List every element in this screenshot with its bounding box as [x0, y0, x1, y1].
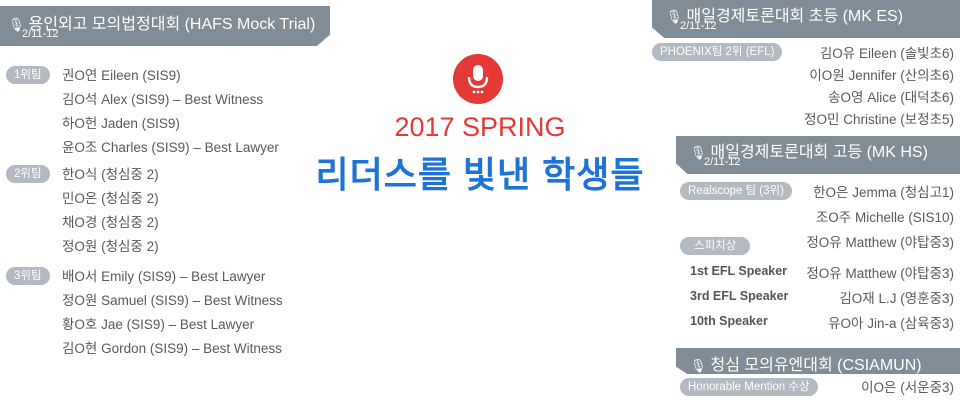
award-badge: Realscope 팀 (3위)	[680, 182, 792, 200]
microphone-icon: 🎙	[666, 9, 683, 24]
mock-trial-date: 2/11-12	[22, 28, 59, 40]
rank-badge: 3위팀	[6, 267, 50, 285]
member-name: 정O원 (청심중 2)	[62, 239, 159, 254]
mk-es-title: 매일경제토론대회 초등 (MK ES)	[686, 8, 904, 25]
season-title: 2017 SPRING	[394, 112, 566, 142]
member-name: 윤O조 Charles (SIS9) – Best Lawyer	[62, 140, 279, 155]
mk-es-date: 2/11-12	[680, 20, 717, 32]
mk-hs-banner: 🎙매일경제토론대회 고등 (MK HS) 2/11-12	[676, 136, 960, 174]
speaker-place: 3rd EFL Speaker	[690, 289, 789, 303]
member-name: 채O경 (청심중 2)	[62, 215, 159, 230]
member-name: 김O현 Gordon (SIS9) – Best Witness	[62, 341, 282, 356]
mk-hs-title: 매일경제토론대회 고등 (MK HS)	[710, 144, 928, 161]
award-badge: PHOENIX팀 2위 (EFL)	[652, 43, 783, 61]
csiamun-banner: 🎙청심 모의유엔대회 (CSIAMUN)	[676, 348, 960, 374]
speaker-name: 김O재 L.J (영훈중3)	[839, 291, 954, 306]
member-name: 정O원 Samuel (SIS9) – Best Witness	[62, 293, 283, 308]
microphone-icon	[453, 54, 503, 104]
speaker-place: 1st EFL Speaker	[690, 264, 788, 278]
speaker-name: 유O아 Jin-a (삼육중3)	[828, 316, 954, 331]
member-name: 이O은 (서운중3)	[861, 380, 954, 395]
member-name: 황O호 Jae (SIS9) – Best Lawyer	[62, 317, 255, 332]
member-name: 정O민 Christine (보정초5)	[804, 112, 954, 127]
speaker-award-badge: 스피치상	[680, 237, 751, 255]
headline: 리더스를 빛낸 학생들	[315, 154, 645, 195]
member-name: 이O원 Jennifer (산의초6)	[809, 68, 954, 83]
csiamun-title: 청심 모의유엔대회 (CSIAMUN)	[710, 357, 922, 374]
microphone-icon: 🎙	[8, 17, 25, 32]
award-badge: Honorable Mention 수상	[680, 378, 818, 396]
member-name: 배O서 Emily (SIS9) – Best Lawyer	[62, 269, 266, 284]
member-name: 권O연 Eileen (SIS9)	[62, 68, 181, 83]
member-name: 송O영 Alice (대덕초6)	[828, 90, 954, 105]
member-name: 하O헌 Jaden (SIS9)	[62, 116, 180, 131]
member-name: 민O은 (청심중 2)	[62, 191, 159, 206]
member-name: 김O유 Eileen (솔빛초6)	[819, 46, 954, 61]
member-name: 정O유 Matthew (야탑중3)	[806, 235, 954, 250]
mk-hs-date: 2/11-12	[704, 156, 741, 168]
mock-trial-banner: 🎙용인외고 모의법정대회 (HAFS Mock Trial) 2/11-12	[0, 6, 330, 46]
rank-badge: 1위팀	[6, 66, 50, 84]
member-name: 조O주 Michelle (SIS10)	[815, 210, 954, 225]
microphone-icon: 🎙	[690, 145, 707, 160]
rank-badge: 2위팀	[6, 165, 50, 183]
mk-es-banner: 🎙매일경제토론대회 초등 (MK ES) 2/11-12	[652, 0, 960, 38]
member-name: 한O식 (청심중 2)	[62, 167, 159, 182]
member-name: 한O은 Jemma (청심고1)	[813, 185, 954, 200]
speaker-name: 정O유 Matthew (야탑중3)	[806, 266, 954, 281]
member-name: 김O석 Alex (SIS9) – Best Witness	[62, 92, 264, 107]
mock-trial-title: 용인외고 모의법정대회 (HAFS Mock Trial)	[28, 16, 316, 33]
microphone-icon: 🎙	[690, 358, 707, 373]
speaker-place: 10th Speaker	[690, 314, 768, 328]
